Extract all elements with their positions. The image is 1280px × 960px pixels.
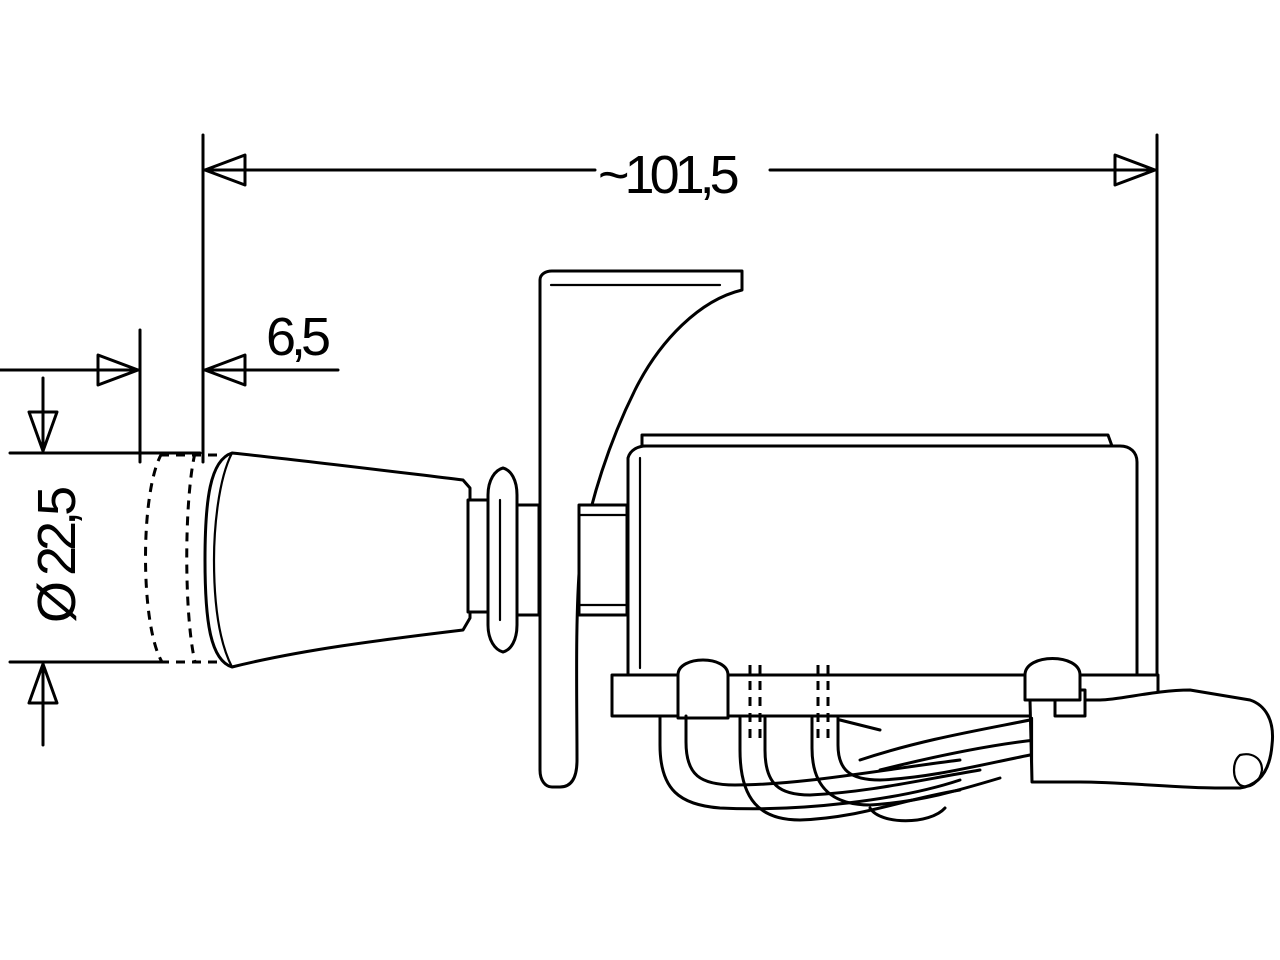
- knob-body: [203, 451, 472, 669]
- wire-cross-3: [878, 738, 1037, 772]
- cable-sheath: [1028, 688, 1275, 790]
- offset-label: 6,5: [266, 307, 329, 367]
- knob-collar: [466, 498, 490, 614]
- diameter-label: Ø 22,5: [27, 488, 87, 623]
- diameter-dimension: Ø 22,5: [8, 376, 202, 747]
- switch-shaft: [577, 503, 629, 617]
- overall-length-dimension: ~101,5: [201, 133, 1159, 692]
- wire-2-outer: [738, 716, 962, 822]
- terminals: [676, 657, 1082, 740]
- shaft: [577, 503, 629, 617]
- mounting-nut: [466, 466, 541, 654]
- knob-pulled-outline-back: [185, 452, 197, 663]
- wire-cross-2: [858, 718, 1032, 762]
- bezel-ring: [486, 466, 519, 654]
- terminal-4: [1023, 657, 1082, 702]
- wire-1-outer: [658, 714, 962, 811]
- knob-pulled-outline-front: [144, 452, 164, 663]
- pull-knob: [144, 451, 472, 669]
- overall-length-label: ~101,5: [598, 145, 738, 205]
- wire-loop: [868, 806, 947, 823]
- diameter-arrow-top: [27, 410, 59, 453]
- wire-2-inner: [763, 716, 982, 797]
- offset-dimension: 6,5: [0, 307, 340, 464]
- threaded-sleeve: [515, 503, 541, 617]
- offset-arrow-left: [96, 353, 140, 387]
- knob-face-rim: [212, 451, 234, 669]
- length-arrow-right: [1113, 153, 1157, 187]
- housing-top-lip: [640, 433, 1114, 448]
- housing-body: [626, 444, 1139, 677]
- offset-arrow-right: [203, 353, 247, 387]
- length-arrow-left: [203, 153, 247, 187]
- cable-end: [1232, 753, 1264, 788]
- wire-1-inner: [684, 714, 962, 787]
- wire-3-inner: [836, 716, 1032, 782]
- diameter-arrow-bottom: [27, 662, 59, 705]
- wire-cross-1: [838, 718, 882, 732]
- terminal-1: [676, 658, 730, 720]
- wire-harness: [658, 688, 1275, 823]
- wire-3-outer: [810, 716, 1002, 807]
